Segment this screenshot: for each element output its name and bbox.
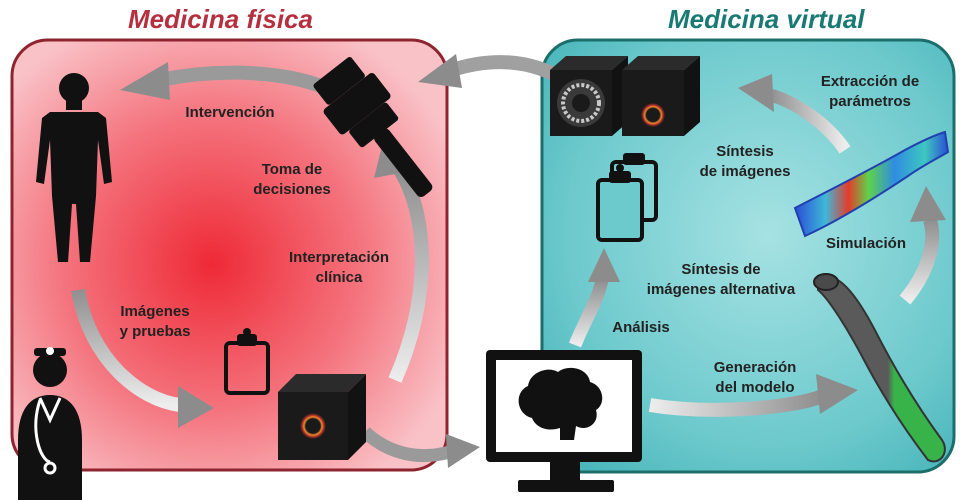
vessel-heatmap-icon — [793, 130, 950, 238]
monitor-brain-icon — [486, 350, 642, 492]
scanner-box-icon — [278, 374, 366, 460]
label-model-generation: Generación del modelo — [713, 359, 797, 396]
arrow-to-monitor — [360, 427, 480, 468]
arrow-parameter-extraction — [738, 74, 851, 154]
arrow-simulation — [899, 186, 946, 305]
label-analysis: Análisis — [612, 319, 670, 336]
label-alt-image-synthesis: Síntesis de imágenes alternativa — [646, 261, 796, 298]
vessel-model-icon — [813, 273, 946, 463]
label-decision: Toma de decisiones — [253, 161, 331, 198]
label-interpretation: Interpretación clínica — [288, 249, 390, 286]
virtual-title: Medicina virtual — [668, 4, 865, 34]
label-simulation: Simulación — [825, 235, 907, 252]
label-intervention: Intervención — [185, 104, 275, 121]
physical-title: Medicina física — [128, 4, 313, 34]
label-parameter-extraction: Extracción de parámetros — [820, 73, 920, 110]
arrow-imaging — [71, 288, 214, 428]
gavel-icon — [313, 57, 433, 198]
human-body-icon — [36, 73, 112, 262]
clipboard-icon — [224, 328, 270, 395]
physical-panel — [10, 38, 449, 472]
image-stack-icon — [550, 56, 700, 136]
label-image-synthesis: Síntesis de imágenes — [699, 143, 791, 180]
arrow-analysis — [568, 248, 620, 348]
arrow-model-generation — [648, 374, 858, 417]
clipboard-stack-icon — [596, 153, 658, 242]
virtual-panel — [540, 38, 956, 474]
doctor-icon — [18, 347, 82, 500]
label-imaging: Imágenes y pruebas — [119, 303, 191, 340]
